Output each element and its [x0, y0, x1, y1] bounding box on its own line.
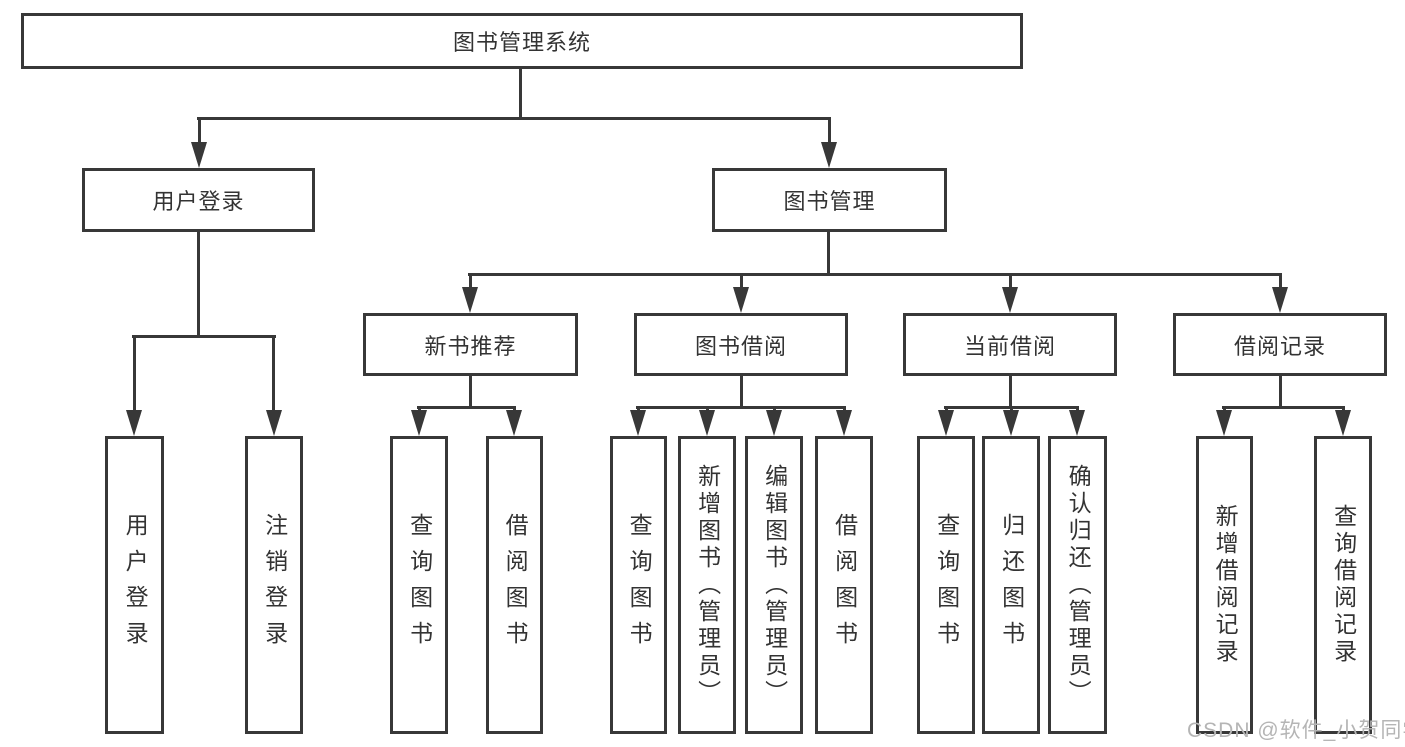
connector-line: [740, 376, 743, 409]
arrow-down-icon: [699, 410, 715, 436]
leaf-label: 新增借阅记录: [1212, 504, 1239, 666]
connector-line: [132, 335, 276, 338]
connector-line: [1009, 273, 1012, 291]
node-label: 当前借阅: [963, 333, 1056, 359]
leaf-user-login: 用户登录: [105, 436, 164, 734]
leaf-label: 查询图书: [626, 513, 653, 657]
connector-line: [1279, 273, 1282, 291]
leaf-label: 借阅图书: [502, 513, 529, 657]
connector-line: [519, 67, 522, 119]
arrow-down-icon: [266, 410, 282, 436]
node-label: 用户登录: [152, 189, 245, 214]
connector-line: [1222, 406, 1345, 409]
leaf-edit-books-admin: 编辑图书（管理员）: [745, 436, 803, 734]
node-label: 新书推荐: [424, 333, 517, 359]
leaf-logout: 注销登录: [245, 436, 303, 734]
leaf-query-borrow-record: 查询借阅记录: [1314, 436, 1372, 734]
connector-line: [469, 273, 472, 291]
node-current-borrowing: 当前借阅: [903, 313, 1117, 376]
leaf-confirm-return-admin: 确认归还（管理员）: [1048, 436, 1107, 734]
leaf-query-books: 查询图书: [917, 436, 975, 734]
leaf-label: 查询图书: [406, 513, 433, 657]
node-user-login: 用户登录: [82, 168, 315, 232]
arrow-down-icon: [766, 410, 782, 436]
node-label: 图书管理: [783, 189, 876, 214]
arrow-down-icon: [462, 287, 478, 313]
connector-line: [1279, 376, 1282, 409]
arrow-down-icon: [191, 142, 207, 168]
arrow-down-icon: [411, 410, 427, 436]
leaf-query-books: 查询图书: [390, 436, 448, 734]
arrow-down-icon: [506, 410, 522, 436]
arrow-down-icon: [126, 410, 142, 436]
connector-line: [133, 335, 136, 415]
arrow-down-icon: [630, 410, 646, 436]
arrow-down-icon: [1002, 287, 1018, 313]
leaf-query-books: 查询图书: [610, 436, 667, 734]
arrow-down-icon: [836, 410, 852, 436]
leaf-label: 确认归还（管理员）: [1065, 463, 1092, 707]
connector-line: [197, 232, 200, 338]
node-book-borrowing: 图书借阅: [634, 313, 848, 376]
leaf-label: 新增图书（管理员）: [694, 463, 721, 707]
leaf-borrow-books: 借阅图书: [815, 436, 873, 734]
connector-line: [417, 406, 516, 409]
node-new-book-recommendation: 新书推荐: [363, 313, 578, 376]
connector-line: [740, 273, 743, 291]
arrow-down-icon: [1335, 410, 1351, 436]
leaf-return-books: 归还图书: [982, 436, 1040, 734]
leaf-add-borrow-record: 新增借阅记录: [1196, 436, 1253, 734]
leaf-label: 用户登录: [122, 513, 149, 657]
arrow-down-icon: [1069, 410, 1085, 436]
node-label: 图书借阅: [694, 333, 787, 359]
arrow-down-icon: [733, 287, 749, 313]
csdn-watermark: CSDN @软件_小贺同学: [1187, 719, 1405, 742]
leaf-label: 注销登录: [261, 513, 288, 657]
connector-line: [827, 232, 830, 276]
connector-line: [636, 406, 846, 409]
connector-line: [1009, 376, 1012, 409]
arrow-down-icon: [1216, 410, 1232, 436]
leaf-label: 借阅图书: [831, 513, 858, 657]
node-borrowing-records: 借阅记录: [1173, 313, 1387, 376]
leaf-borrow-books: 借阅图书: [486, 436, 543, 734]
leaf-label: 编辑图书（管理员）: [761, 463, 788, 707]
connector-line: [198, 117, 201, 147]
connector-line: [197, 117, 831, 120]
node-book-management: 图书管理: [712, 168, 947, 232]
arrow-down-icon: [1272, 287, 1288, 313]
node-label: 借阅记录: [1233, 333, 1326, 359]
connector-line: [272, 335, 275, 415]
connector-line: [469, 376, 472, 409]
leaf-add-books-admin: 新增图书（管理员）: [678, 436, 736, 734]
connector-line: [468, 273, 1282, 276]
leaf-label: 归还图书: [998, 513, 1025, 657]
arrow-down-icon: [938, 410, 954, 436]
arrow-down-icon: [1003, 410, 1019, 436]
leaf-label: 查询借阅记录: [1330, 504, 1357, 666]
node-library-management-system: 图书管理系统: [21, 13, 1023, 69]
arrow-down-icon: [821, 142, 837, 168]
leaf-label: 查询图书: [933, 513, 960, 657]
node-label: 图书管理系统: [452, 30, 591, 55]
connector-line: [828, 117, 831, 147]
